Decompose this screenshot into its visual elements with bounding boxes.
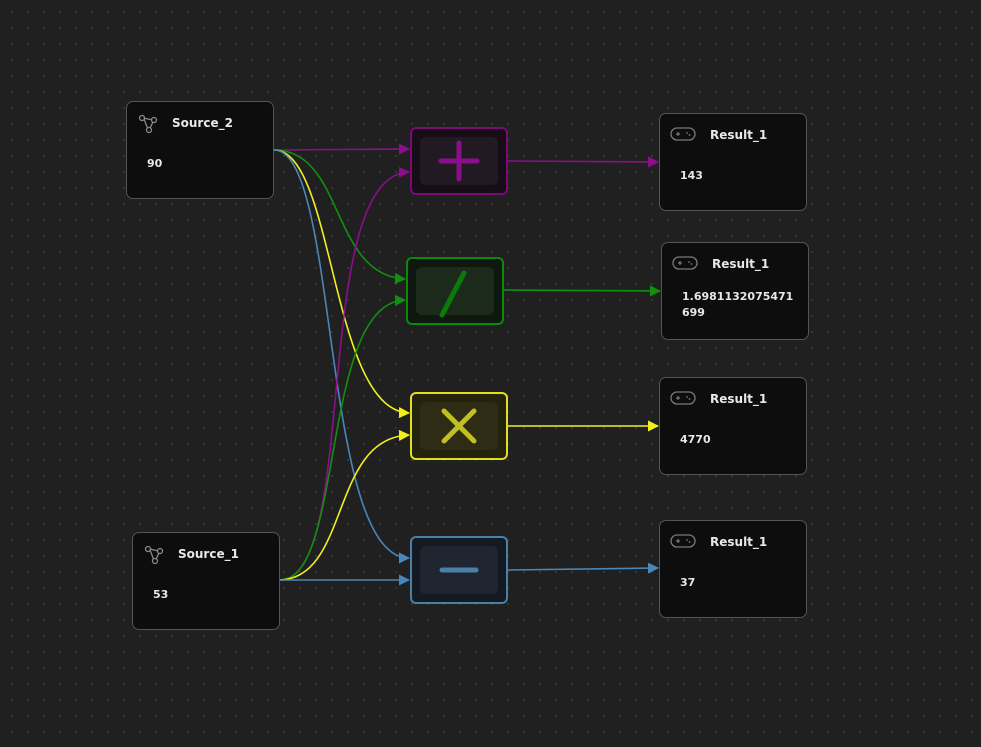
gamepad-icon xyxy=(672,255,698,275)
node-value: 1.6981132075471699 xyxy=(682,290,794,319)
node-value: 90 xyxy=(147,157,163,170)
node-value: 4770 xyxy=(680,433,711,446)
node-title: Source_2 xyxy=(172,116,233,130)
result-node-add[interactable]: Result_1 143 xyxy=(659,113,807,211)
edge-source2-divide xyxy=(273,149,407,285)
edge-subtract-result xyxy=(507,562,660,574)
node-value: 143 xyxy=(680,169,703,182)
source-node-2[interactable]: Source_2 90 xyxy=(126,101,274,199)
result-node-multiply[interactable]: Result_1 4770 xyxy=(659,377,807,475)
divide-slash-icon xyxy=(439,270,467,318)
add-operation-node[interactable] xyxy=(410,127,508,195)
times-icon xyxy=(441,408,477,444)
edge-source1-multiply xyxy=(279,429,411,581)
node-value: 37 xyxy=(680,576,696,589)
gamepad-icon xyxy=(670,533,696,553)
source-node-1[interactable]: Source_1 53 xyxy=(132,532,280,630)
node-title: Result_1 xyxy=(710,535,768,549)
node-title: Result_1 xyxy=(710,392,768,406)
node-title: Source_1 xyxy=(178,547,239,561)
edge-source2-add xyxy=(273,143,411,155)
node-title: Result_1 xyxy=(710,128,768,142)
divide-operation-node[interactable] xyxy=(406,257,504,325)
edge-add-result xyxy=(507,156,660,168)
multiply-operation-node[interactable] xyxy=(410,392,508,460)
graph-nodes-icon xyxy=(137,112,159,138)
result-node-subtract[interactable]: Result_1 37 xyxy=(659,520,807,618)
gamepad-icon xyxy=(670,126,696,146)
subtract-operation-node[interactable] xyxy=(410,536,508,604)
edge-source2-multiply xyxy=(273,149,411,419)
edge-source1-add xyxy=(279,166,411,581)
gamepad-icon xyxy=(670,390,696,410)
edge-divide-result xyxy=(503,285,662,297)
minus-icon xyxy=(439,567,479,573)
plus-icon xyxy=(438,140,480,182)
node-title: Result_1 xyxy=(712,257,770,271)
edge-source1-divide xyxy=(279,294,407,581)
node-value: 53 xyxy=(153,588,169,601)
result-node-divide[interactable]: Result_1 1.6981132075471699 xyxy=(661,242,809,340)
graph-nodes-icon xyxy=(143,543,165,569)
edge-source2-subtract xyxy=(273,149,411,564)
